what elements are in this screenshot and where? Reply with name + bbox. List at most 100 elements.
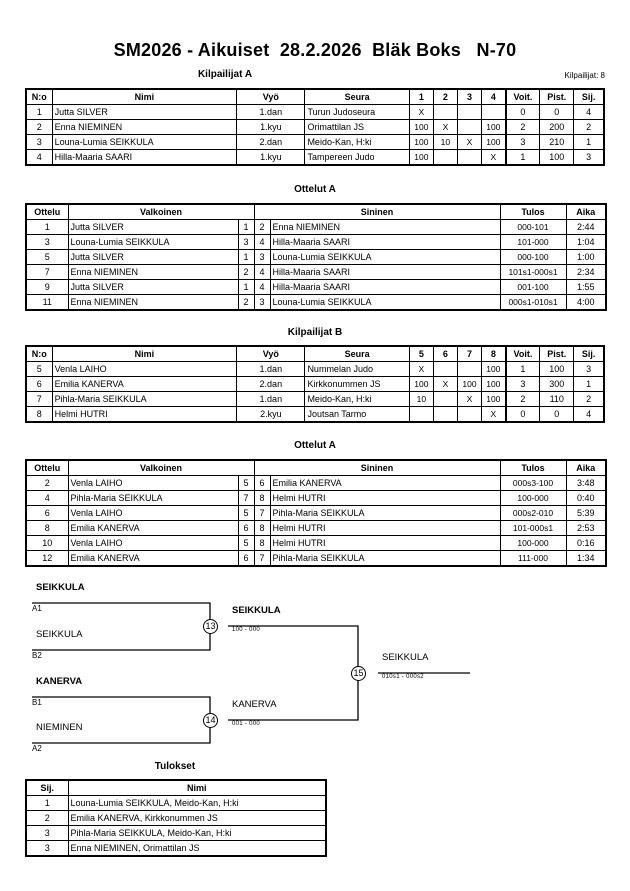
cell-wins: 1 [504,361,541,377]
cell-opp-2 [432,361,458,377]
cell-club: Meido-Kan, H:ki [304,391,410,407]
cell-rank: 3 [25,840,69,857]
cell-time: 2:53 [565,520,607,536]
col-white: Valkoinen [67,203,255,220]
cell-time: 1:55 [565,279,607,295]
cell-white-name: Enna NIEMINEN [67,264,239,280]
cell-opp-4: X [481,149,507,166]
col-points: Pist. [539,88,575,105]
pool-b-caption: Kilpailijat B [287,327,343,338]
col-white: Valkoinen [67,459,255,476]
col-club: Seura [304,345,410,362]
cell-white-name: Jutta SILVER [67,249,239,265]
cell-opp-1: X [408,361,434,377]
cell-club: Kirkkonummen JS [304,376,410,392]
cell-rank: 1 [25,795,69,811]
col-result: Tulos [499,459,567,476]
cell-name: Hilla-Maaria SAARI [51,149,238,166]
bracket-match-score-14: 001 - 000 [232,721,261,727]
col-blue: Sininen [253,203,501,220]
bracket-slot-seed-3: B1 [32,698,42,707]
cell-match-no: 8 [25,520,69,536]
cell-result: 101s1-000s1 [499,264,567,280]
cell-club: Meido-Kan, H:ki [304,134,410,150]
cell-white-no: 5 [237,535,255,551]
cell-result: 100-000 [499,490,567,506]
bracket-lines [32,602,470,744]
matches-a-caption: Ottelut A [294,184,336,195]
bracket-slot-name-2: SEIKKULA [36,629,83,640]
cell-blue-name: Louna-Lumia SEIKKULA [269,294,501,311]
bracket-slot-name-1: SEIKKULA [36,582,85,593]
cell-points: 0 [539,104,575,120]
cell-opp-2: 10 [432,134,458,150]
cell-match-no: 12 [25,550,69,567]
cell-belt: 1.dan [236,361,306,377]
bracket-match-number-15: 15 [351,666,366,681]
cell-result: 100-000 [499,535,567,551]
cell-points: 0 [539,406,575,423]
cell-opp-1: 100 [408,149,434,166]
cell-wins: 1 [504,149,541,166]
cell-blue-no: 3 [253,294,271,311]
cell-opp-3: 100 [456,376,483,392]
cell-points: 100 [539,361,575,377]
bracket-slot-name-4: NIEMINEN [36,722,83,733]
table-header-row: Ottelu Valkoinen Sininen Tulos Aika [25,203,607,220]
cell-wins: 3 [504,376,541,392]
cell-rank: 3 [25,825,69,841]
cell-belt: 1.dan [236,391,306,407]
cell-belt: 2.kyu [236,406,306,423]
cell-match-no: 6 [25,505,69,521]
cell-time: 1:34 [565,550,607,567]
cell-match-no: 10 [25,535,69,551]
col-belt: Vyö [236,88,306,105]
col-opp-6: 6 [432,345,458,362]
col-name: Nimi [67,779,327,796]
cell-time: 1:04 [565,234,607,250]
cell-wins: 2 [504,391,541,407]
cell-white-no: 5 [237,475,255,491]
col-rank: Sij. [573,345,605,362]
cell-opp-4: 100 [481,134,507,150]
cell-result: 000s1-010s1 [499,294,567,311]
cell-blue-name: Emilia KANERVA [269,475,501,491]
cell-white-name: Venla LAIHO [67,505,239,521]
cell-opp-1: 100 [408,134,434,150]
col-wins: Voit. [504,345,541,362]
bracket-slot-seed-1: A1 [32,604,42,613]
col-opp-3: 3 [456,88,483,105]
bracket-match-winner-15: SEIKKULA [382,652,429,663]
cell-result: 111-000 [499,550,567,567]
col-no: N:o [25,345,53,362]
cell-rank: 1 [573,376,605,392]
pool-a-caption: Kilpailijat A [197,69,253,80]
cell-points: 210 [539,134,575,150]
col-blue: Sininen [253,459,501,476]
cell-time: 2:34 [565,264,607,280]
cell-opp-3 [456,361,483,377]
cell-blue-name: Helmi HUTRI [269,490,501,506]
cell-opp-2 [432,149,458,166]
cell-time: 0:16 [565,535,607,551]
cell-time: 2:44 [565,219,607,235]
bracket-slot-name-3: KANERVA [36,676,83,687]
cell-wins: 2 [504,119,541,135]
cell-name: Venla LAIHO [51,361,238,377]
table-header-row: Sij. Nimi [25,779,327,796]
cell-blue-name: Pihla-Maria SEIKKULA [269,505,501,521]
cell-white-name: Jutta SILVER [67,219,239,235]
bracket-slot-seed-4: A2 [32,744,42,753]
col-result: Tulos [499,203,567,220]
cell-result: 000-101 [499,219,567,235]
cell-wins: 0 [504,104,541,120]
cell-time: 4:00 [565,294,607,311]
col-time: Aika [565,459,607,476]
cell-wins: 0 [504,406,541,423]
